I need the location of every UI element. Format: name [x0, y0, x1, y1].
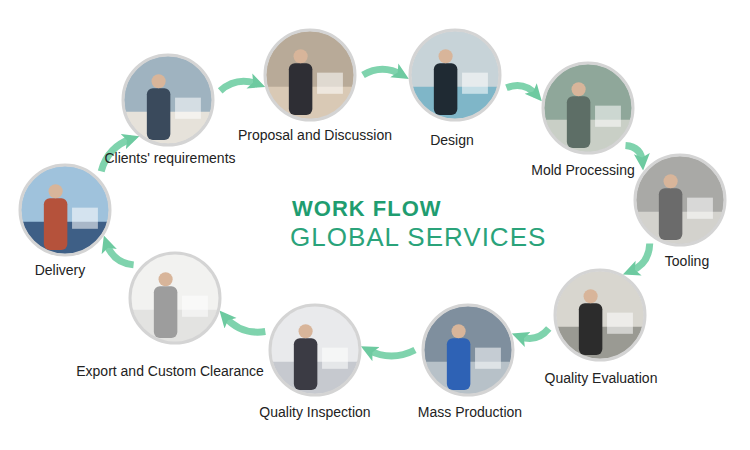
photo-circle: [633, 153, 727, 247]
photo-figure: [447, 338, 471, 390]
photo-background: [553, 268, 647, 362]
photo-object: [595, 106, 621, 127]
step-label: Quality Inspection: [259, 403, 370, 421]
photo-background: [268, 303, 362, 397]
circle-outline: [543, 63, 633, 153]
process-circle: Quality Inspection: [268, 303, 362, 397]
step-label: Mold Processing: [531, 161, 635, 179]
photo-figure-head: [664, 174, 678, 188]
photo-background: [121, 53, 215, 147]
photo-figure-head: [49, 184, 63, 198]
circle-outline: [130, 253, 220, 343]
flow-arrow: [630, 244, 649, 272]
flow-arrow: [225, 316, 266, 332]
photo-circle: [421, 303, 515, 397]
step-label: Quality Evaluation: [545, 369, 658, 387]
photo-figure: [289, 63, 313, 115]
circle-outline: [635, 155, 725, 245]
process-circle: Design: [408, 28, 502, 122]
flow-arrow: [506, 86, 536, 96]
photo-object: [182, 296, 208, 317]
photo-background: [263, 28, 357, 122]
step-label: Delivery: [35, 261, 86, 279]
flow-arrow: [363, 69, 402, 75]
circle-outline: [265, 30, 355, 120]
photo-circle: [263, 28, 357, 122]
process-circle: Clients' requirements: [121, 53, 215, 147]
photo-figure: [44, 198, 68, 250]
photo-figure: [294, 338, 318, 390]
photo-circle: [128, 251, 222, 345]
photo-object: [317, 73, 343, 94]
diagram-title: WORK FLOW: [292, 196, 442, 222]
photo-object: [687, 198, 713, 219]
photo-object: [475, 348, 501, 369]
photo-object: [175, 98, 201, 119]
photo-background: [408, 28, 502, 122]
subtitle-label: GLOBAL SERVICES: [290, 222, 546, 253]
photo-figure-head: [439, 49, 453, 63]
photo-background: [128, 251, 222, 345]
photo-background: [541, 61, 635, 155]
flow-arrow: [519, 329, 549, 339]
photo-object: [322, 348, 348, 369]
photo-figure-head: [299, 324, 313, 338]
step-label: Export and Custom Clearance: [76, 362, 264, 380]
photo-figure: [579, 303, 603, 355]
photo-circle: [268, 303, 362, 397]
circle-outline: [123, 55, 213, 145]
photo-figure: [154, 286, 178, 338]
photo-object: [462, 73, 488, 94]
step-label: Proposal and Discussion: [238, 126, 392, 144]
flow-arrow: [220, 81, 258, 90]
photo-circle: [408, 28, 502, 122]
photo-figure-head: [294, 49, 308, 63]
circle-outline: [20, 165, 110, 255]
circle-outline: [410, 30, 500, 120]
step-label: Tooling: [665, 252, 709, 270]
photo-object: [72, 208, 98, 229]
photo-figure: [659, 188, 683, 240]
photo-circle: [121, 53, 215, 147]
circle-outline: [555, 270, 645, 360]
photo-figure: [147, 88, 171, 140]
circle-outline: [423, 305, 513, 395]
photo-figure-head: [584, 289, 598, 303]
photo-figure-head: [152, 74, 166, 88]
photo-figure: [567, 96, 591, 148]
photo-figure-head: [452, 324, 466, 338]
process-circle: Delivery: [18, 163, 112, 257]
photo-object: [607, 313, 633, 334]
process-circle: Mold Processing: [541, 61, 635, 155]
photo-background: [633, 153, 727, 247]
photo-background: [18, 163, 112, 257]
photo-circle: [18, 163, 112, 257]
flow-arrow: [368, 350, 415, 356]
photo-circle: [541, 61, 635, 155]
step-label: Clients' requirements: [104, 149, 235, 167]
photo-figure-head: [572, 82, 586, 96]
photo-circle: [553, 268, 647, 362]
flow-arrow: [106, 243, 133, 265]
step-label: Design: [430, 131, 474, 149]
photo-figure: [434, 63, 458, 115]
process-circle: Tooling: [633, 153, 727, 247]
step-label: Mass Production: [418, 403, 522, 421]
process-circle: Quality Evaluation: [553, 268, 647, 362]
process-circle: Export and Custom Clearance: [128, 251, 222, 345]
process-circle: Mass Production: [421, 303, 515, 397]
flow-arrow: [625, 145, 642, 162]
circle-outline: [270, 305, 360, 395]
photo-figure-head: [159, 272, 173, 286]
photo-background: [421, 303, 515, 397]
process-circle: Proposal and Discussion: [263, 28, 357, 122]
